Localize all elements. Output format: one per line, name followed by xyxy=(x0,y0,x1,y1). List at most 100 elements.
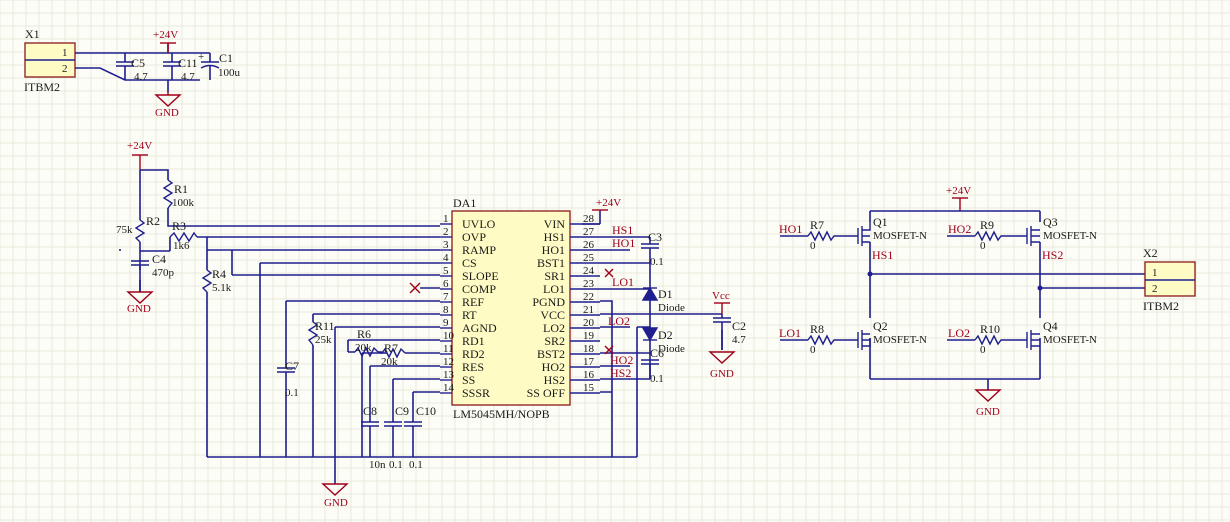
net-hs1-bridge: HS1 xyxy=(872,248,893,262)
ic-pin-number: 10 xyxy=(443,330,455,342)
c7-value: 0.1 xyxy=(285,387,299,399)
c2-ref: C2 xyxy=(732,319,746,333)
r4-ref: R4 xyxy=(212,267,226,281)
resistor-r2[interactable]: R2 75k xyxy=(116,214,160,243)
d1-value: Diode xyxy=(658,302,685,314)
resistor-r11[interactable]: R11 25k xyxy=(307,319,335,346)
net-hs2-bridge: HS2 xyxy=(1042,248,1063,262)
c7-ref: C7 xyxy=(285,359,299,373)
capacitor-c9[interactable]: C9 0.1 xyxy=(384,404,409,471)
diode-d1[interactable]: D1 Diode xyxy=(641,286,685,314)
r7a-value: 20k xyxy=(381,356,398,368)
net-hs1-ic: HS1 xyxy=(612,223,633,237)
ic-pin-name: LO1 xyxy=(543,282,565,296)
vcc-label: Vcc xyxy=(712,290,730,302)
c6-value: 0.1 xyxy=(650,373,664,385)
ic-pin-number: 18 xyxy=(583,343,595,355)
x2-part: ITBM2 xyxy=(1143,299,1179,313)
r10-value: 0 xyxy=(980,344,986,356)
resistor-r7-left[interactable]: R7 20k xyxy=(381,341,406,368)
resistor-r3[interactable]: R3 1k6 xyxy=(169,219,198,252)
mosfet-q4[interactable]: Q4 MOSFET-N xyxy=(1026,319,1097,350)
capacitor-c5[interactable]: C5 4.7 xyxy=(116,56,148,83)
ic-pin-name: UVLO xyxy=(462,217,496,231)
ic-pin-name: RAMP xyxy=(462,243,496,257)
svg-text:+: + xyxy=(198,51,204,63)
ic-pin-number: 2 xyxy=(443,226,449,238)
d2-ref: D2 xyxy=(658,328,673,342)
c8-value: 10n xyxy=(369,459,386,471)
ground-symbol-1: GND xyxy=(154,92,182,119)
q1-value: MOSFET-N xyxy=(873,230,927,242)
ic-pin-number: 17 xyxy=(583,356,595,368)
capacitor-c2[interactable]: C2 4.7 xyxy=(713,317,746,346)
r6-value: 20k xyxy=(355,342,372,354)
c9-value: 0.1 xyxy=(389,459,403,471)
resistor-r8[interactable]: R8 0 xyxy=(807,322,838,356)
resistor-r7-bridge[interactable]: R7 0 xyxy=(807,218,838,252)
capacitor-c4[interactable]: C4 470p xyxy=(131,252,175,279)
capacitor-c7[interactable]: C7 0.1 xyxy=(277,359,299,399)
ic-pin-name: BST1 xyxy=(537,256,565,270)
c1-ref: C1 xyxy=(219,51,233,65)
q4-value: MOSFET-N xyxy=(1043,334,1097,346)
r9-value: 0 xyxy=(980,240,986,252)
x1-pin2: 2 xyxy=(62,63,68,75)
x1-part: ITBM2 xyxy=(24,80,60,94)
c10-value: 0.1 xyxy=(409,459,423,471)
resistor-r1[interactable]: R1 100k xyxy=(162,179,195,209)
ic-pin-name: SS OFF xyxy=(527,386,566,400)
ic-pin-number: 28 xyxy=(583,213,595,225)
c5-value: 4.7 xyxy=(134,71,148,83)
ic-pin-number: 9 xyxy=(443,317,449,329)
capacitor-c6[interactable]: C6 0.1 xyxy=(641,346,664,385)
v24-label-1: +24V xyxy=(153,29,178,41)
ic-pin-name: OVP xyxy=(462,230,486,244)
r7a-ref: R7 xyxy=(384,341,398,355)
d2-value: Diode xyxy=(658,343,685,355)
c6-ref: C6 xyxy=(650,346,664,360)
capacitor-c11[interactable]: C11 4.7 xyxy=(163,56,198,83)
power-24v-bridge: +24V xyxy=(946,185,971,211)
ic-pin-name: SSSR xyxy=(462,386,490,400)
ic-pin-number: 13 xyxy=(443,369,455,381)
ic-pin-number: 1 xyxy=(443,213,449,225)
ic-pin-name: SS xyxy=(462,373,475,387)
net-lo2-ic: LO2 xyxy=(608,314,630,328)
ic-pin-name: RT xyxy=(462,308,477,322)
ic-pin-number: 24 xyxy=(583,265,595,277)
net-ho2-ic: HO2 xyxy=(610,353,633,367)
gnd-label-2: GND xyxy=(127,303,151,315)
net-hs2-ic: HS2 xyxy=(610,366,631,380)
resistor-r10[interactable]: R10 0 xyxy=(974,322,1005,356)
c10-ref: C10 xyxy=(416,404,436,418)
net-ho1-bridge: HO1 xyxy=(779,222,802,236)
r8-value: 0 xyxy=(810,344,816,356)
ic-pin-number: 4 xyxy=(443,252,449,264)
capacitor-c1[interactable]: + C1 100u xyxy=(198,51,241,79)
c1-value: 100u xyxy=(218,67,241,79)
ic-pin-number: 25 xyxy=(583,252,595,264)
mosfet-q3[interactable]: Q3 MOSFET-N xyxy=(1026,215,1097,246)
connector-x2[interactable]: X2 1 2 ITBM2 xyxy=(1143,246,1196,313)
mosfet-q1[interactable]: Q1 MOSFET-N xyxy=(857,215,927,246)
r7b-ref: R7 xyxy=(810,218,824,232)
resistor-r6[interactable]: R6 20k xyxy=(354,327,379,358)
capacitor-c8[interactable]: C8 10n xyxy=(361,404,386,471)
ic-pin-name: LO2 xyxy=(543,321,565,335)
ic-pin-name: CS xyxy=(462,256,477,270)
power-24v-left: +24V xyxy=(127,140,152,170)
gnd-label-3: GND xyxy=(324,497,348,509)
resistor-r9[interactable]: R9 0 xyxy=(974,218,1005,252)
mosfet-q2[interactable]: Q2 MOSFET-N xyxy=(857,319,927,350)
c5-ref: C5 xyxy=(131,56,145,70)
resistor-r4[interactable]: R4 5.1k xyxy=(201,267,232,294)
r2-value: 75k xyxy=(116,224,133,236)
c3-ref: C3 xyxy=(648,230,662,244)
ic-pin-name: SR2 xyxy=(544,334,565,348)
connector-x1[interactable]: X1 1 2 ITBM2 xyxy=(24,27,76,94)
x2-pin1: 1 xyxy=(1152,267,1158,279)
